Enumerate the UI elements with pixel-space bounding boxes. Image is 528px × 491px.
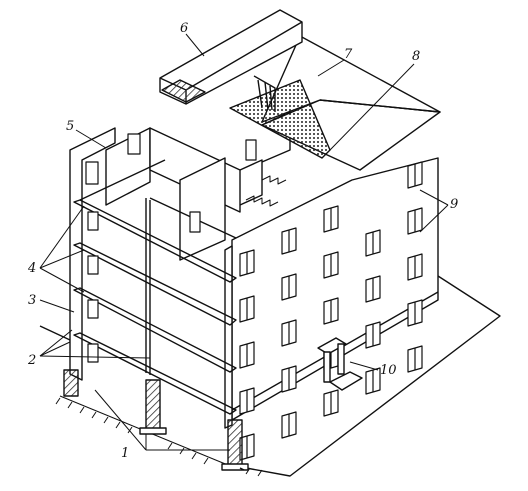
leader-lines — [39, 33, 449, 451]
callout-2: 2 — [27, 353, 36, 368]
callout-6: 6 — [180, 21, 188, 36]
stair-flight — [245, 175, 287, 207]
callout-8: 8 — [412, 49, 420, 64]
callout-5: 5 — [66, 119, 74, 134]
facade-windows — [239, 161, 423, 461]
callout-10: 10 — [380, 363, 397, 378]
callout-4: 4 — [27, 261, 36, 276]
callout-7: 7 — [344, 47, 353, 62]
callout-3: 3 — [28, 293, 36, 308]
callout-9: 9 — [450, 197, 458, 212]
foundation — [63, 369, 249, 471]
end-wall-windows — [85, 133, 257, 363]
stair-block — [159, 9, 303, 105]
entrance-canopy — [317, 337, 363, 391]
callout-labels: 1 2 3 4 5 6 7 8 9 10 — [27, 21, 458, 461]
roof — [229, 35, 441, 171]
callout-1: 1 — [121, 446, 129, 461]
